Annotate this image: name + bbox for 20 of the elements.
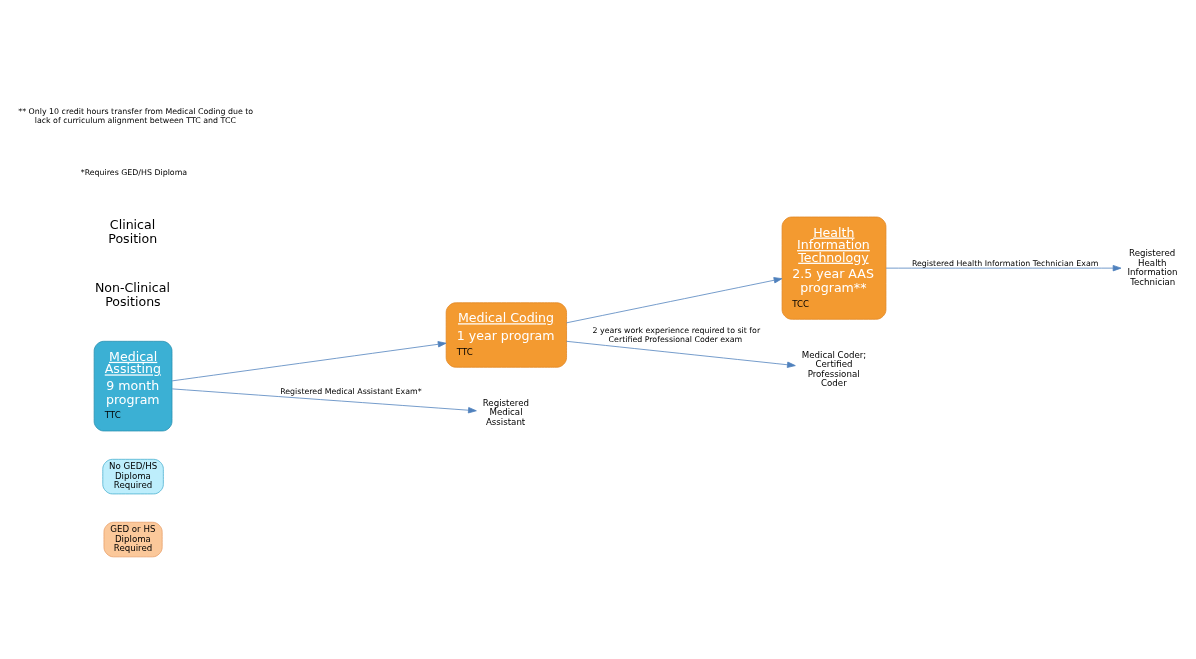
edge-label: 2 years work experience required to sit for Certified Professional Coder exam [592, 326, 761, 345]
arrow [885, 265, 1122, 272]
node-box: GED or HS Diploma Required [103, 521, 163, 558]
arrow [566, 277, 783, 324]
node-text: Medical Coder; Certified Professional Coder [801, 349, 867, 388]
arrow [566, 340, 796, 368]
arrow [171, 388, 477, 414]
node-box: Medical Assisting 9 month program TTC [93, 340, 173, 432]
edge-label: Registered Medical Assistant Exam* [280, 387, 422, 397]
label: Non-Clinical Positions [94, 279, 170, 309]
label: Clinical Position [108, 216, 158, 246]
label: ** Only 10 credit hours transfer from Medical Coding due to lack of curriculum alignment between TTC and TCC [18, 106, 254, 125]
node-text: Registered Health Information Technician [1127, 248, 1178, 287]
node-text: Registered Medical Assistant [482, 397, 529, 427]
node-box: Medical Coding 1 year program TTC [445, 302, 567, 368]
edge-label: Registered Health Information Technician Exam [911, 258, 1099, 268]
node-box: Health Information Technology 2.5 year AAS program** TCC [781, 216, 887, 320]
label: *Requires GED/HS Diploma [80, 167, 188, 177]
arrow [171, 341, 447, 382]
node-box: No GED/HS Diploma Required [102, 458, 164, 495]
